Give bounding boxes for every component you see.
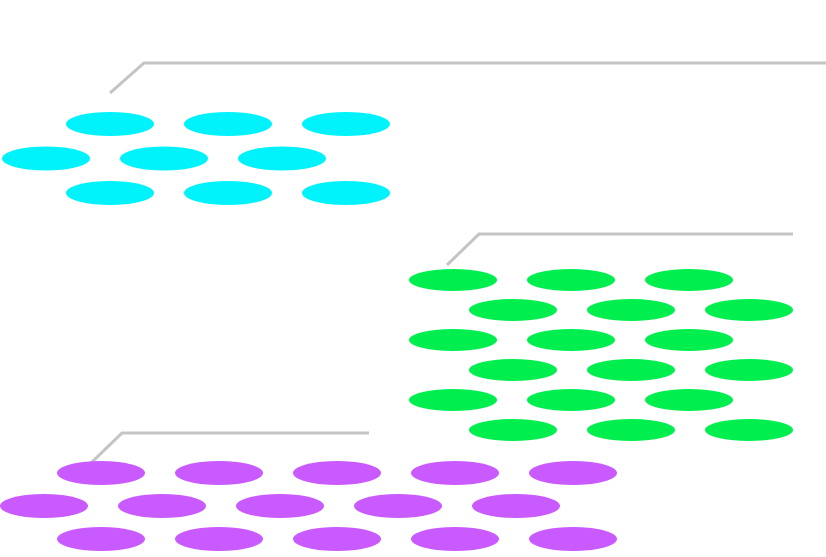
green-oval [645,269,733,291]
cyan-oval [120,146,208,171]
purple-oval [411,461,499,485]
cyan-oval [2,146,90,171]
purple-oval [175,527,263,551]
green-oval [527,389,615,411]
cyan-oval [66,181,154,205]
ovals-layer [0,112,793,551]
purple-leader-line [89,431,369,465]
green-oval [469,299,557,321]
green-oval [705,419,793,441]
purple-oval [293,461,381,485]
cyan-oval [184,112,272,136]
cyan-oval [302,112,390,136]
purple-oval [57,527,145,551]
purple-oval [293,527,381,551]
cyan-oval [302,181,390,205]
green-oval [645,329,733,351]
cyan-oval [238,146,326,171]
green-oval [409,269,497,291]
green-oval [705,299,793,321]
green-oval [469,419,557,441]
cyan-leader-line [109,61,826,95]
cyan-oval [66,112,154,136]
purple-oval [57,461,145,485]
green-oval [705,359,793,381]
purple-oval [529,461,617,485]
green-leader-line [445,232,793,267]
green-oval [587,419,675,441]
purple-oval [411,527,499,551]
green-oval [527,329,615,351]
purple-oval [175,461,263,485]
purple-oval [118,494,206,518]
green-oval [587,359,675,381]
purple-oval [0,494,88,518]
green-oval [527,269,615,291]
green-oval [645,389,733,411]
green-oval [469,359,557,381]
purple-oval [529,527,617,551]
cyan-oval [184,181,272,205]
green-oval [409,329,497,351]
green-oval [409,389,497,411]
purple-oval [472,494,560,518]
purple-oval [236,494,324,518]
purple-oval [354,494,442,518]
green-oval [587,299,675,321]
